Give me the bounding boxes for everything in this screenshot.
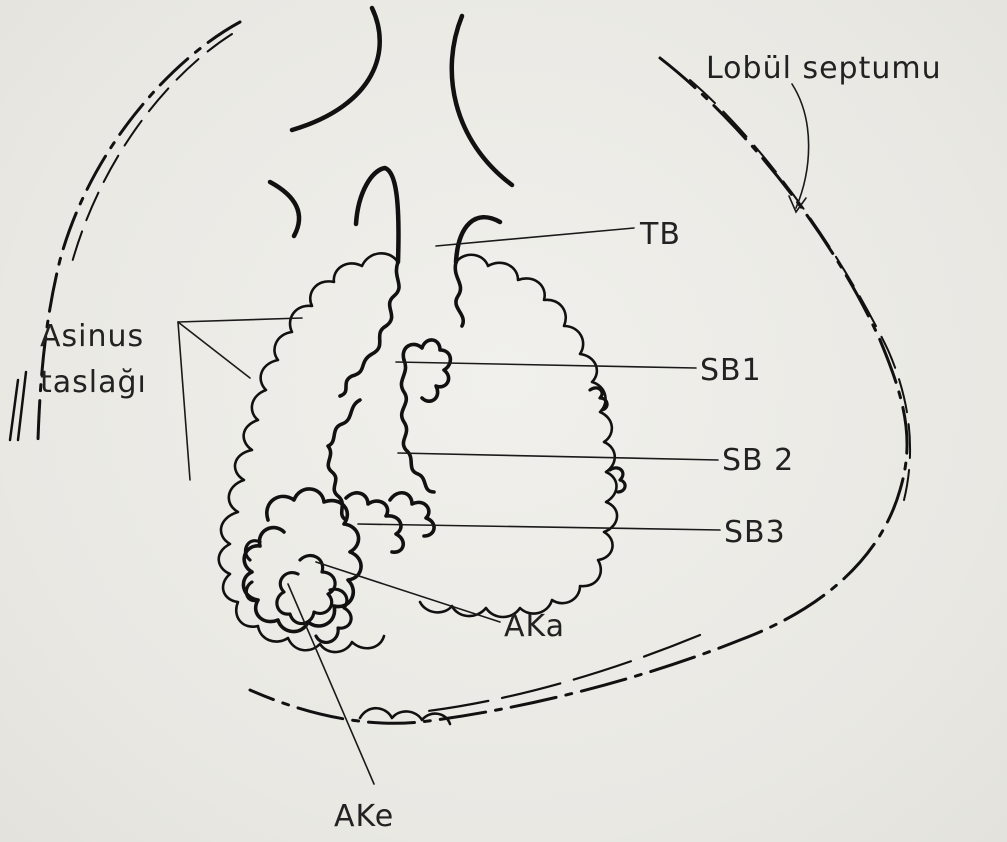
label-aka: AKa: [504, 609, 565, 644]
label-lobule-septum: Lobül septumu: [706, 51, 942, 86]
terminal-bronchiole: [270, 8, 512, 262]
label-sb2: SB 2: [722, 443, 794, 478]
acinus-outline: [219, 253, 617, 724]
label-tb: TB: [639, 217, 681, 252]
label-sb1: SB1: [700, 353, 762, 388]
label-acinus-line2: taslağı: [40, 365, 147, 400]
label-sb3: SB3: [724, 515, 786, 550]
label-ake: AKe: [334, 799, 394, 834]
leader-lines: [178, 84, 809, 784]
respiratory-bronchioles: [328, 262, 625, 552]
label-acinus-line1: Asinus: [40, 319, 144, 354]
